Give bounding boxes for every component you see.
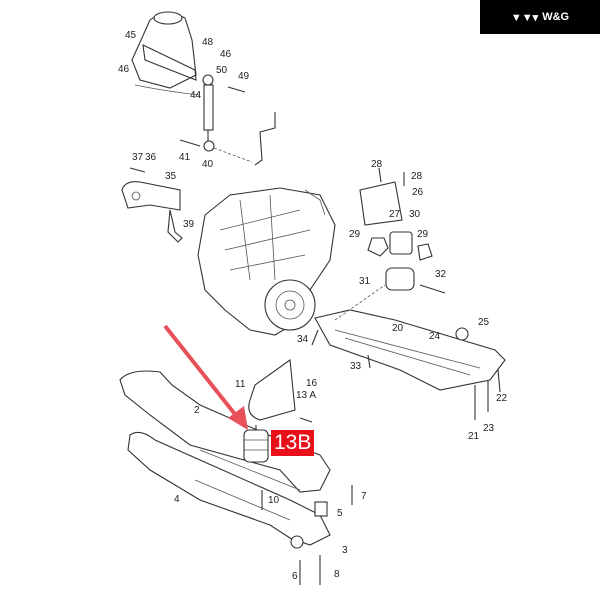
pointer-arrow bbox=[163, 324, 248, 430]
part-label: 29 bbox=[417, 229, 429, 240]
part-label: 39 bbox=[183, 219, 195, 230]
part-label: 33 bbox=[350, 361, 362, 372]
engine-block bbox=[197, 187, 336, 336]
part-label: 6 bbox=[292, 571, 298, 582]
rear-crossmember bbox=[119, 370, 331, 546]
upper-bracket-housing bbox=[131, 11, 201, 96]
part-label: 41 bbox=[179, 152, 191, 163]
part-label: 40 bbox=[202, 159, 214, 170]
part-label: 16 bbox=[306, 378, 318, 389]
part-label: 36 bbox=[145, 152, 157, 163]
part-label: 34 bbox=[297, 334, 309, 345]
part-label: 8 bbox=[334, 569, 340, 580]
part-label: 26 bbox=[412, 187, 424, 198]
part-label: 21 bbox=[468, 431, 480, 442]
part-label: 20 bbox=[392, 323, 404, 334]
part-label: 29 bbox=[349, 229, 361, 240]
part-label: 50 bbox=[216, 65, 228, 76]
part-label: 7 bbox=[361, 491, 367, 502]
part-label: 2 bbox=[194, 405, 200, 416]
part-label: 49 bbox=[238, 71, 250, 82]
center-mount-13b bbox=[243, 359, 353, 585]
part-label: 22 bbox=[496, 393, 508, 404]
triple-chevron-logo-icon: ▼▼▾ bbox=[510, 11, 539, 24]
part-label: 30 bbox=[409, 209, 421, 220]
brand-logo: ▼▼▾ W&G bbox=[480, 0, 600, 34]
part-label: 45 bbox=[125, 30, 137, 41]
part-label: 11 bbox=[235, 379, 246, 390]
part-label: 35 bbox=[165, 171, 177, 182]
front-crossmember bbox=[311, 284, 506, 420]
left-bracket bbox=[121, 167, 183, 243]
part-label: 46 bbox=[118, 64, 130, 75]
part-label: 4 bbox=[174, 494, 180, 505]
part-label: 13 A bbox=[296, 390, 317, 401]
part-label: 23 bbox=[483, 423, 495, 434]
part-label: 3 bbox=[342, 545, 348, 556]
part-label: 25 bbox=[478, 317, 490, 328]
shock-strut bbox=[179, 74, 276, 166]
part-label: 28 bbox=[411, 171, 423, 182]
part-label: 46 bbox=[220, 49, 232, 60]
part-label: 32 bbox=[435, 269, 447, 280]
part-label: 10 bbox=[268, 495, 280, 506]
part-label: 24 bbox=[429, 331, 441, 342]
logo-text: W&G bbox=[542, 11, 570, 23]
part-label: 44 bbox=[190, 90, 202, 101]
callout-13b: 13B bbox=[271, 430, 315, 456]
part-label: 31 bbox=[359, 276, 371, 287]
part-label: 48 bbox=[202, 37, 214, 48]
right-engine-mount bbox=[359, 167, 446, 294]
part-label: 28 bbox=[371, 159, 383, 170]
part-label: 37 bbox=[132, 152, 144, 163]
part-label: 5 bbox=[337, 508, 343, 519]
part-label: 27 bbox=[389, 209, 401, 220]
